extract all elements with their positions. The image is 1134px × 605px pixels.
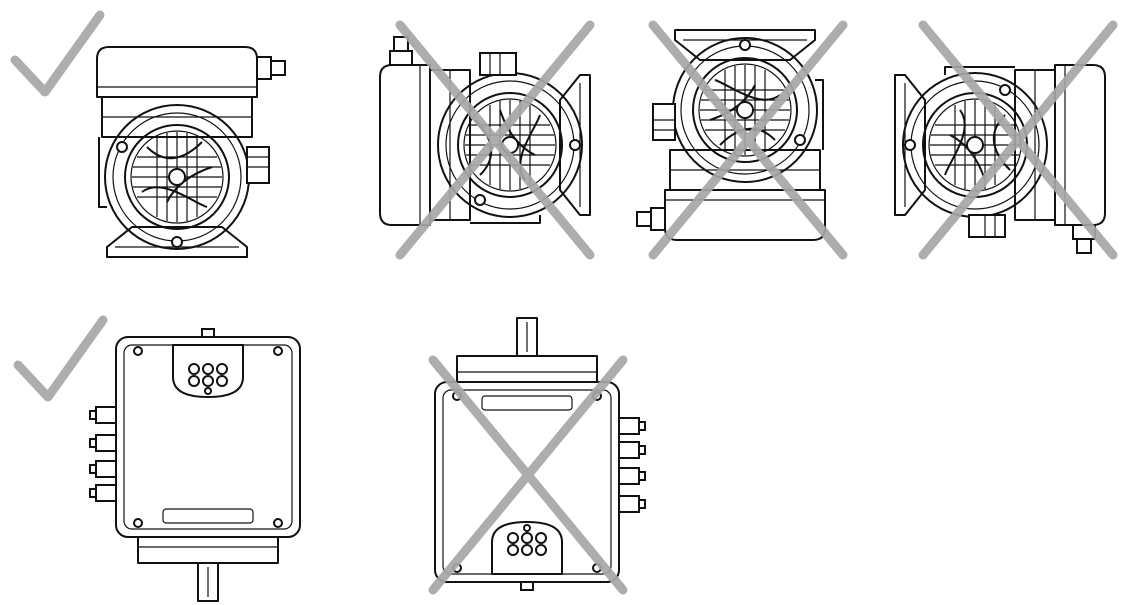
panel-motor-box-bottom — [636, 25, 843, 255]
check-mark-icon — [15, 15, 100, 92]
panel-motor-box-right — [894, 25, 1113, 255]
panel-box-top-upright — [18, 320, 301, 602]
check-mark-icon — [18, 320, 103, 397]
panel-motor-box-left — [379, 25, 590, 255]
panel-box-top-inverted — [433, 317, 646, 590]
panel-motor-upright — [15, 15, 286, 258]
